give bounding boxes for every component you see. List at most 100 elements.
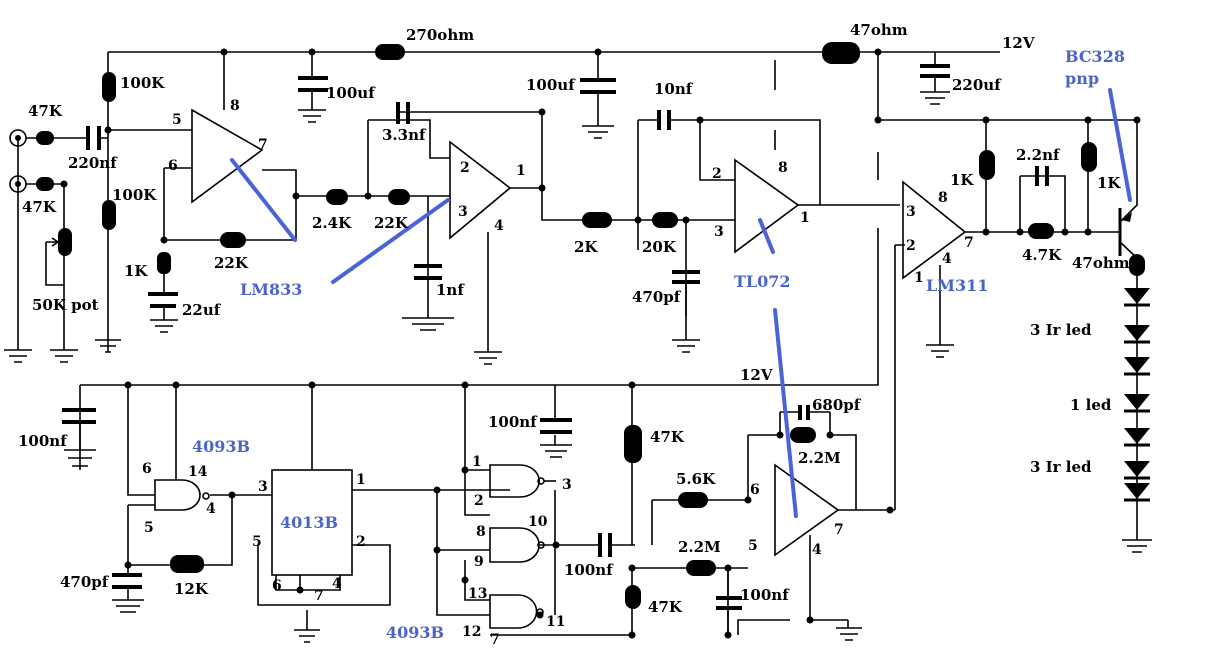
label-22uf: 22uf <box>182 301 222 319</box>
label-4093b-a: 4093B <box>192 437 250 456</box>
label-100uf-b: 100uf <box>526 76 576 94</box>
label-tl072: TL072 <box>734 272 791 291</box>
label-2-2m-b: 2.2M <box>678 538 721 556</box>
pin-number: 6 <box>272 578 282 594</box>
label-1k-b: 1K <box>950 171 974 189</box>
label-10nf: 10nf <box>654 80 694 98</box>
nand-gate-a <box>154 479 210 511</box>
label-100uf-a: 100uf <box>326 84 376 102</box>
label-led-c: 3 Ir led <box>1030 458 1092 476</box>
label-4093b-b: 4093B <box>386 623 444 642</box>
pin-number: 3 <box>258 479 268 495</box>
opamp-lm833-a <box>191 108 264 204</box>
label-4013b: 4013B <box>280 513 338 532</box>
label-2-2nf: 2.2nf <box>1016 146 1061 164</box>
label-bc328: BC328 <box>1065 47 1125 66</box>
pin-number: 6 <box>142 461 152 477</box>
pin-number: 4 <box>332 576 342 592</box>
label-2-2m-a: 2.2M <box>798 449 841 467</box>
pin-number: 1 <box>914 270 924 286</box>
pin-numbers: 5 6 8 7 2 3 1 4 2 3 8 1 3 2 8 7 4 1 6 14… <box>142 98 974 648</box>
pin-number: 1 <box>356 472 366 488</box>
label-22k-a: 22K <box>214 254 249 272</box>
pin-number: 7 <box>258 137 268 153</box>
label-pnp: pnp <box>1065 69 1099 88</box>
label-1nf: 1nf <box>436 281 465 299</box>
label-47ohm-top: 47ohm <box>850 21 908 39</box>
pin-number: 4 <box>494 218 504 234</box>
pin-number: 10 <box>528 514 548 530</box>
pin-number: 4 <box>206 501 216 517</box>
pin-number: 8 <box>230 98 240 114</box>
pin-number: 1 <box>800 210 810 226</box>
supply-labels: 12V 12V <box>740 34 1035 384</box>
label-12k: 12K <box>174 580 209 598</box>
label-680pf: 680pf <box>812 396 862 414</box>
label-5-6k: 5.6K <box>676 470 716 488</box>
label-20k: 20K <box>642 238 677 256</box>
label-100nf-d: 100nf <box>740 586 790 604</box>
pin-number: 1 <box>472 454 482 470</box>
pin-number: 3 <box>714 224 724 240</box>
label-47k-a: 47K <box>28 102 63 120</box>
pin-number: 3 <box>562 477 572 493</box>
label-3-3nf: 3.3nf <box>382 126 427 144</box>
label-100k-b: 100K <box>112 186 157 204</box>
label-270ohm: 270ohm <box>406 26 474 44</box>
pin-number: 8 <box>476 524 486 540</box>
opamp-bottom <box>774 463 840 557</box>
nand-gate-c <box>489 527 545 563</box>
label-470pf-b: 470pf <box>60 573 110 591</box>
label-1k-c: 1K <box>1097 174 1121 192</box>
pin-number: 7 <box>834 522 844 538</box>
label-4-7k: 4.7K <box>1022 246 1062 264</box>
led-labels: 3 Ir led 1 led 3 Ir led <box>1030 321 1112 476</box>
pin-number: 5 <box>172 112 182 128</box>
ground-symbols <box>4 91 1152 643</box>
pin-number: 9 <box>474 554 484 570</box>
supply-12v-mid: 12V <box>740 366 773 384</box>
label-220uf: 220uf <box>952 76 1002 94</box>
junctions <box>60 48 1141 639</box>
pin-number: 14 <box>188 464 208 480</box>
flipflop-4013b <box>271 469 353 591</box>
label-100nf-c: 100nf <box>564 561 614 579</box>
label-led-a: 3 Ir led <box>1030 321 1092 339</box>
label-100nf-b: 100nf <box>488 413 538 431</box>
pin-number: 7 <box>490 632 500 648</box>
pin-number: 3 <box>906 204 916 220</box>
comparator-lm311 <box>902 180 967 280</box>
label-100nf-a: 100nf <box>18 432 68 450</box>
supply-12v-top: 12V <box>1002 34 1035 52</box>
nand-gate-b <box>489 464 556 498</box>
pin-number: 8 <box>778 160 788 176</box>
pin-number: 2 <box>712 166 722 182</box>
pin-number: 4 <box>942 251 952 267</box>
pin-number: 3 <box>458 204 468 220</box>
opamp-lm833-b <box>449 140 512 240</box>
resistor-labels: 270ohm 47ohm 47K 47K 100K 100K 1K 22K 2.… <box>22 21 1130 616</box>
input-jacks <box>9 129 64 286</box>
led-string <box>1124 288 1150 502</box>
opamp-tl072 <box>734 158 800 254</box>
pin-number: 1 <box>516 163 526 179</box>
label-lm311: LM311 <box>926 276 988 295</box>
pin-number: 2 <box>460 160 470 176</box>
pin-number: 5 <box>252 534 262 550</box>
label-2-4k: 2.4K <box>312 214 352 232</box>
pin-number: 5 <box>748 538 758 554</box>
label-220nf: 220nf <box>68 154 118 172</box>
label-50k-pot: 50K pot <box>32 296 99 314</box>
pin-number: 2 <box>906 238 916 254</box>
pin-number: 6 <box>750 482 760 498</box>
pin-number: 6 <box>168 158 178 174</box>
nand-gate-d <box>489 594 544 629</box>
resistor-symbols <box>36 42 1145 609</box>
label-100k-a: 100K <box>120 74 165 92</box>
capacitor-symbols <box>62 52 1049 635</box>
annotation-pointers <box>230 88 1132 518</box>
pin-number: 4 <box>812 542 822 558</box>
pin-number: 11 <box>546 614 565 630</box>
label-47ohm-led: 47ohm <box>1072 254 1130 272</box>
